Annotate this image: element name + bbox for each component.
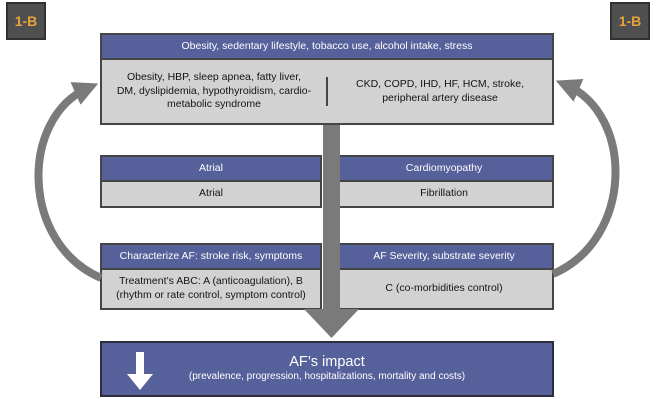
af-severity-label: AF Severity, substrate severity	[373, 250, 515, 263]
characterize-af-header: Characterize AF: stroke risk, symptoms	[100, 243, 322, 270]
af-impact-text: AF’s impact (prevalence, progression, ho…	[189, 354, 465, 384]
left-feedback-curved-arrow	[34, 82, 103, 282]
treatment-abc-box: Treatment’s ABC: A (anticoagulation), B …	[100, 270, 322, 310]
down-arrow-icon	[127, 352, 153, 390]
right-feedback-curved-arrow	[551, 78, 620, 278]
metabolic-risk-text: Obesity, HBP, sleep apnea, fatty liver, …	[116, 71, 312, 111]
comorbidity-risk-text: CKD, COPD, IHD, HF, HCM, stroke, periphe…	[355, 77, 524, 104]
treatment-abc-text: Treatment’s ABC: A (anticoagulation), B …	[116, 275, 306, 301]
atrial-header: Atrial	[100, 155, 322, 182]
figure-badge-left: 1-B	[6, 2, 46, 40]
comorbidity-risk-box: CKD, COPD, IHD, HF, HCM, stroke, periphe…	[326, 76, 552, 107]
cardiomyopathy-header: Cardiomyopathy	[334, 155, 554, 182]
af-impact-subtitle: (prevalence, progression, hospitalizatio…	[188, 371, 466, 383]
cardiomyopathy-header-label: Cardiomyopathy	[405, 162, 483, 175]
atrial-body-label: Atrial	[199, 187, 223, 200]
af-severity-header: AF Severity, substrate severity	[334, 243, 554, 270]
risk-factors-body: Obesity, HBP, sleep apnea, fatty liver, …	[100, 60, 554, 125]
risk-factors-header-label: Obesity, sedentary lifestyle, tobacco us…	[181, 40, 473, 53]
af-impact-title: AF’s impact	[289, 354, 365, 371]
badge-label: 1-B	[14, 13, 38, 29]
af-impact-box: AF’s impact (prevalence, progression, ho…	[100, 341, 554, 397]
comorbidities-control-box: C (co-morbidities control)	[334, 270, 554, 310]
fibrillation-body-label: Fibrillation	[420, 187, 468, 200]
atrial-body: Atrial	[100, 182, 322, 208]
metabolic-risk-box: Obesity, HBP, sleep apnea, fatty liver, …	[102, 70, 326, 113]
comorbidities-control-text: C (co-morbidities control)	[385, 282, 503, 295]
characterize-af-label: Characterize AF: stroke risk, symptoms	[119, 250, 303, 263]
atrial-header-label: Atrial	[199, 162, 223, 175]
risk-factors-header: Obesity, sedentary lifestyle, tobacco us…	[100, 33, 554, 60]
figure-badge-right: 1-B	[610, 2, 650, 40]
badge-label: 1-B	[618, 13, 642, 29]
fibrillation-body: Fibrillation	[334, 182, 554, 208]
